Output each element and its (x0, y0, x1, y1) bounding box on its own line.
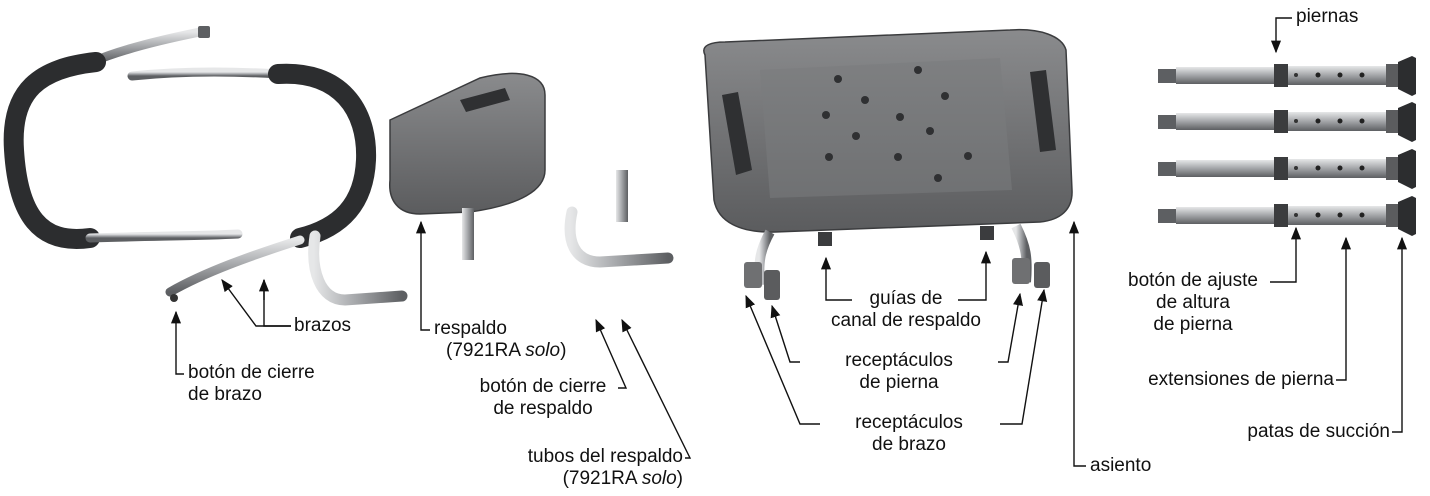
label-seat: asiento (1090, 455, 1152, 476)
label-arm-receptacles: receptáculos de brazo (855, 412, 963, 455)
label-leg-receptacles: receptáculos de pierna (845, 350, 953, 393)
callout-lines (170, 17, 1408, 467)
backrest-tubes-illustration (308, 206, 674, 306)
label-legs: piernas (1296, 6, 1359, 27)
label-leg-extensions: extensiones de pierna (1148, 369, 1334, 390)
label-height-adjust-button: botón de ajuste de altura de pierna (1128, 270, 1258, 335)
label-backrest-channel-guides: guías de canal de respaldo (831, 288, 981, 331)
label-backrest-lock-button: botón de cierre de respaldo (479, 376, 607, 419)
label-arms: brazos (294, 315, 352, 336)
label-backrest: respaldo (7921RA solo) (434, 318, 567, 361)
label-suction-feet: patas de succión (1247, 421, 1390, 442)
arm-right-illustration (127, 63, 377, 302)
leg-illustration (1158, 56, 1416, 96)
backrest-illustration (389, 72, 628, 260)
arm-left-illustration (3, 26, 243, 249)
label-backrest-tubes: tubos del respaldo (7921RA solo) (527, 446, 683, 489)
legs-illustration (1158, 56, 1416, 236)
label-arm-lock-button: botón de cierre de brazo (188, 362, 315, 405)
seat-illustration (703, 28, 1073, 300)
